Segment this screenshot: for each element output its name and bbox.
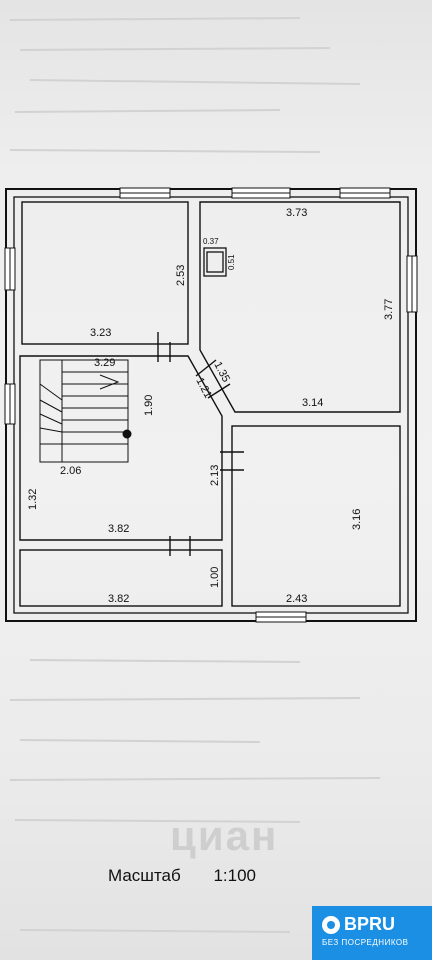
- dim-left-mid-width: 3.82: [108, 523, 129, 535]
- people-icon: [322, 915, 340, 934]
- bpru-tagline: БЕЗ ПОСРЕДНИКОВ: [322, 938, 409, 947]
- door-marks: [157, 332, 244, 556]
- dim-bottom-left-height: 1.00: [209, 567, 221, 588]
- window-top-left: [119, 187, 171, 199]
- scale-label: Масштаб: [108, 866, 181, 885]
- dim-hall-upper: 3.29: [94, 357, 115, 369]
- window-bottom-right: [255, 611, 307, 623]
- staircase: [39, 359, 132, 463]
- room-bottom-left: [19, 549, 223, 607]
- dim-left-mid-height: 1.32: [27, 489, 39, 510]
- bpru-badge[interactable]: BPRU БЕЗ ПОСРЕДНИКОВ: [312, 906, 432, 960]
- room-right: [231, 425, 401, 607]
- windows: [4, 187, 418, 623]
- watermark-text: циан: [170, 812, 279, 859]
- room-stair-hall: [19, 355, 223, 541]
- dim-top-left-width: 3.23: [90, 327, 111, 339]
- vent-box: [203, 247, 227, 277]
- scale-caption: Масштаб 1:100: [108, 866, 256, 886]
- dim-vent-width: 0.37: [203, 237, 219, 246]
- dim-hall-lower: 3.14: [302, 397, 323, 409]
- dim-stair-width: 2.06: [60, 465, 81, 477]
- dim-vent-height: 0.51: [227, 254, 236, 270]
- window-left-middle: [4, 383, 16, 425]
- dim-top-right-width: 3.73: [286, 207, 307, 219]
- scale-value: 1:100: [213, 866, 257, 885]
- dim-bottom-right-width: 2.43: [286, 593, 307, 605]
- room-top-right: [199, 201, 401, 413]
- bpru-logo-text: BPRU: [344, 914, 396, 934]
- dim-mid-right-height: 2.13: [209, 465, 221, 486]
- dim-top-left-height: 2.53: [175, 265, 187, 286]
- dim-bottom-left-width: 3.82: [108, 593, 129, 605]
- room-top-left: [21, 201, 189, 345]
- dim-top-right-height: 3.77: [383, 299, 395, 320]
- dim-diag-a: 1.35: [211, 360, 232, 385]
- bpru-logo: BPRU: [322, 914, 424, 935]
- window-top-middle: [231, 187, 291, 199]
- window-left-upper: [4, 247, 16, 291]
- window-top-right: [339, 187, 391, 199]
- window-right: [406, 255, 418, 313]
- dim-stair-height: 1.90: [143, 395, 155, 416]
- dim-right-room-height: 3.16: [351, 509, 363, 530]
- outer-wall: [5, 188, 417, 622]
